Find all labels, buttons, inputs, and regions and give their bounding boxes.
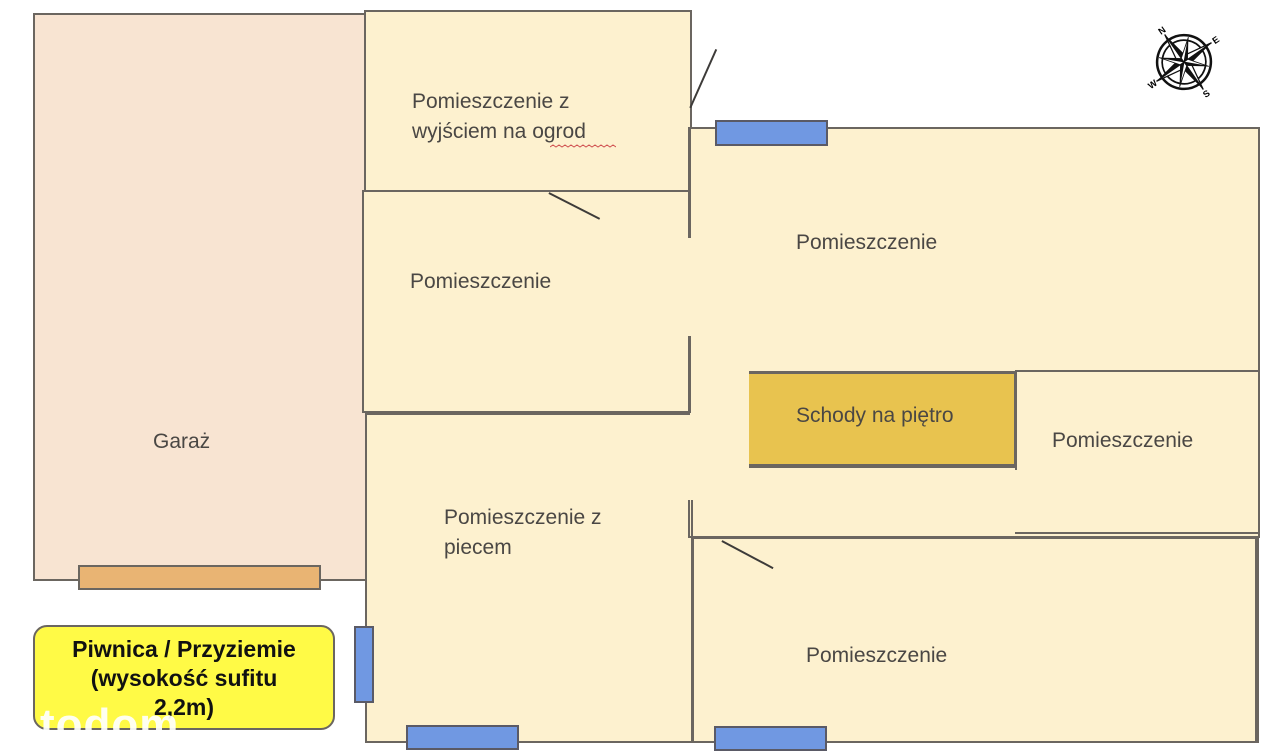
wall-segment xyxy=(1257,537,1259,743)
compass-w: W xyxy=(1146,78,1159,91)
compass-rose-icon: N E S W xyxy=(1146,24,1221,100)
wall-opening xyxy=(688,238,694,336)
window xyxy=(354,626,374,703)
room-label-furnace-line1: Pomieszczenie z xyxy=(444,506,602,529)
window xyxy=(714,726,827,751)
wall-opening xyxy=(688,415,694,500)
room-label-garden-exit-line2: wyjściem na ogrod xyxy=(412,120,586,143)
room-label-big: Pomieszczenie xyxy=(796,231,938,254)
room-right-small xyxy=(1015,370,1260,534)
floor-note-line2: (wysokość sufitu xyxy=(90,665,278,691)
room-label-right-small: Pomieszczenie xyxy=(1052,429,1194,452)
compass-s: S xyxy=(1201,88,1212,100)
window xyxy=(406,725,519,750)
spellcheck-underline xyxy=(550,144,616,148)
compass-e: E xyxy=(1210,34,1221,46)
room-label-stairs: Schody na piętro xyxy=(796,404,954,427)
room-garden-exit xyxy=(364,10,692,192)
stairs xyxy=(749,371,1017,468)
room-label-garage: Garaż xyxy=(153,430,211,453)
room-label-bottom-right: Pomieszczenie xyxy=(806,644,948,667)
room-furnace xyxy=(365,413,693,743)
room-label-furnace: Pomieszczenie z piecem xyxy=(444,503,602,563)
watermark: todom xyxy=(40,700,180,749)
room-label-middle-left: Pomieszczenie xyxy=(410,270,552,293)
wall-segment xyxy=(689,336,691,413)
wall-segment xyxy=(689,127,691,238)
wall-opening xyxy=(1015,470,1019,532)
room-label-garden-exit: Pomieszczenie z wyjściem na ogrod xyxy=(412,87,586,147)
garage-door xyxy=(78,565,321,590)
room-label-furnace-line2: piecem xyxy=(444,536,512,559)
wall-segment xyxy=(691,500,693,540)
floor-note-line3: 2,2m) xyxy=(153,694,215,720)
room-label-garden-exit-line1: Pomieszczenie z xyxy=(412,90,570,113)
room-middle-left xyxy=(362,190,691,413)
compass-n: N xyxy=(1156,24,1167,36)
floor-note: Piwnica / Przyziemie (wysokość sufitu 2,… xyxy=(33,625,335,730)
window xyxy=(715,120,828,146)
door-swing xyxy=(689,48,717,109)
room-bottom-right xyxy=(692,537,1257,743)
floor-note-line1: Piwnica / Przyziemie xyxy=(72,636,296,662)
room-garage xyxy=(33,13,367,581)
